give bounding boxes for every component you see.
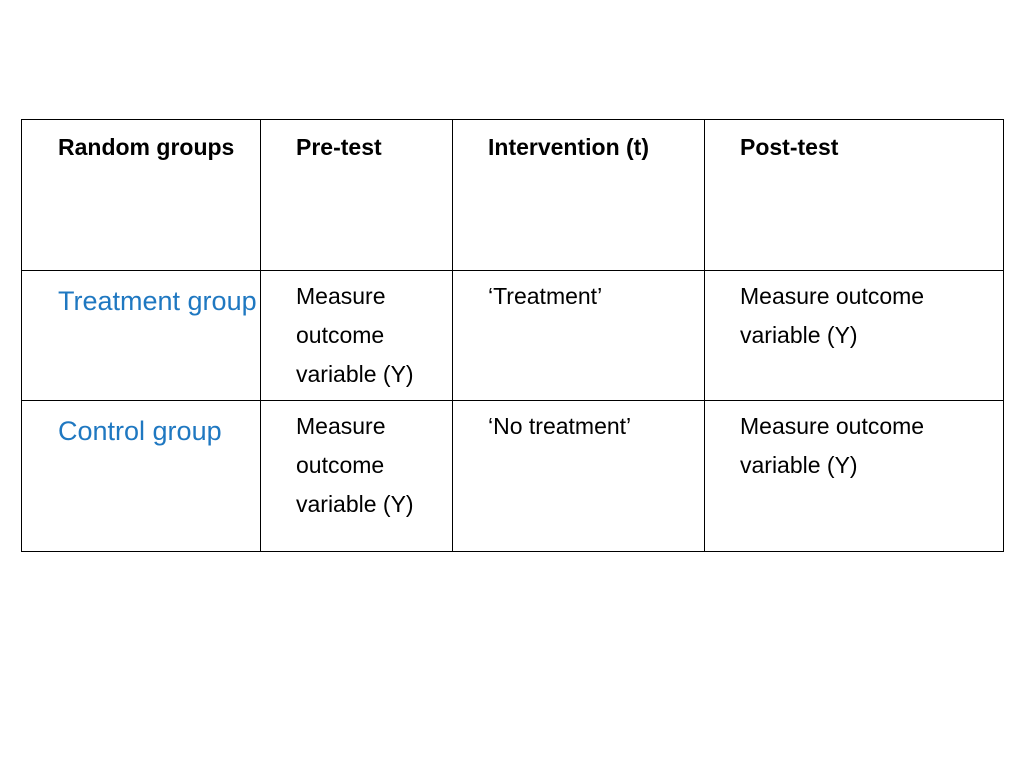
header-label: Intervention (t) <box>488 134 649 160</box>
header-cell-pre-test: Pre-test <box>260 119 453 271</box>
header-label: Random groups <box>58 134 235 160</box>
group-cell-treatment: Treatment group <box>21 270 261 401</box>
pretest-cell-treatment: Measure outcome variable (Y) <box>260 270 453 401</box>
table-header-row: Random groups Pre-test Intervention (t) … <box>21 119 1004 271</box>
posttest-text: Measure outcome variable (Y) <box>740 413 925 478</box>
header-cell-random-groups: Random groups <box>21 119 261 271</box>
pretest-text: Measure outcome variable (Y) <box>296 283 414 387</box>
posttest-cell-control: Measure outcome variable (Y) <box>704 400 1004 552</box>
header-cell-intervention: Intervention (t) <box>452 119 705 271</box>
intervention-cell-control: ‘No treatment’ <box>452 400 705 552</box>
experimental-design-table: Random groups Pre-test Intervention (t) … <box>21 119 1004 552</box>
pretest-text: Measure outcome variable (Y) <box>296 413 414 517</box>
intervention-cell-treatment: ‘Treatment’ <box>452 270 705 401</box>
posttest-text: Measure outcome variable (Y) <box>740 283 925 348</box>
table-row-control: Control group Measure outcome variable (… <box>21 400 1004 552</box>
intervention-text: ‘Treatment’ <box>488 283 603 309</box>
posttest-cell-treatment: Measure outcome variable (Y) <box>704 270 1004 401</box>
pretest-cell-control: Measure outcome variable (Y) <box>260 400 453 552</box>
header-label: Pre-test <box>296 134 382 160</box>
table-row-treatment: Treatment group Measure outcome variable… <box>21 270 1004 401</box>
group-cell-control: Control group <box>21 400 261 552</box>
header-cell-post-test: Post-test <box>704 119 1004 271</box>
group-label: Control group <box>58 416 222 446</box>
intervention-text: ‘No treatment’ <box>488 413 632 439</box>
group-label: Treatment group <box>58 286 257 316</box>
header-label: Post-test <box>740 134 839 160</box>
